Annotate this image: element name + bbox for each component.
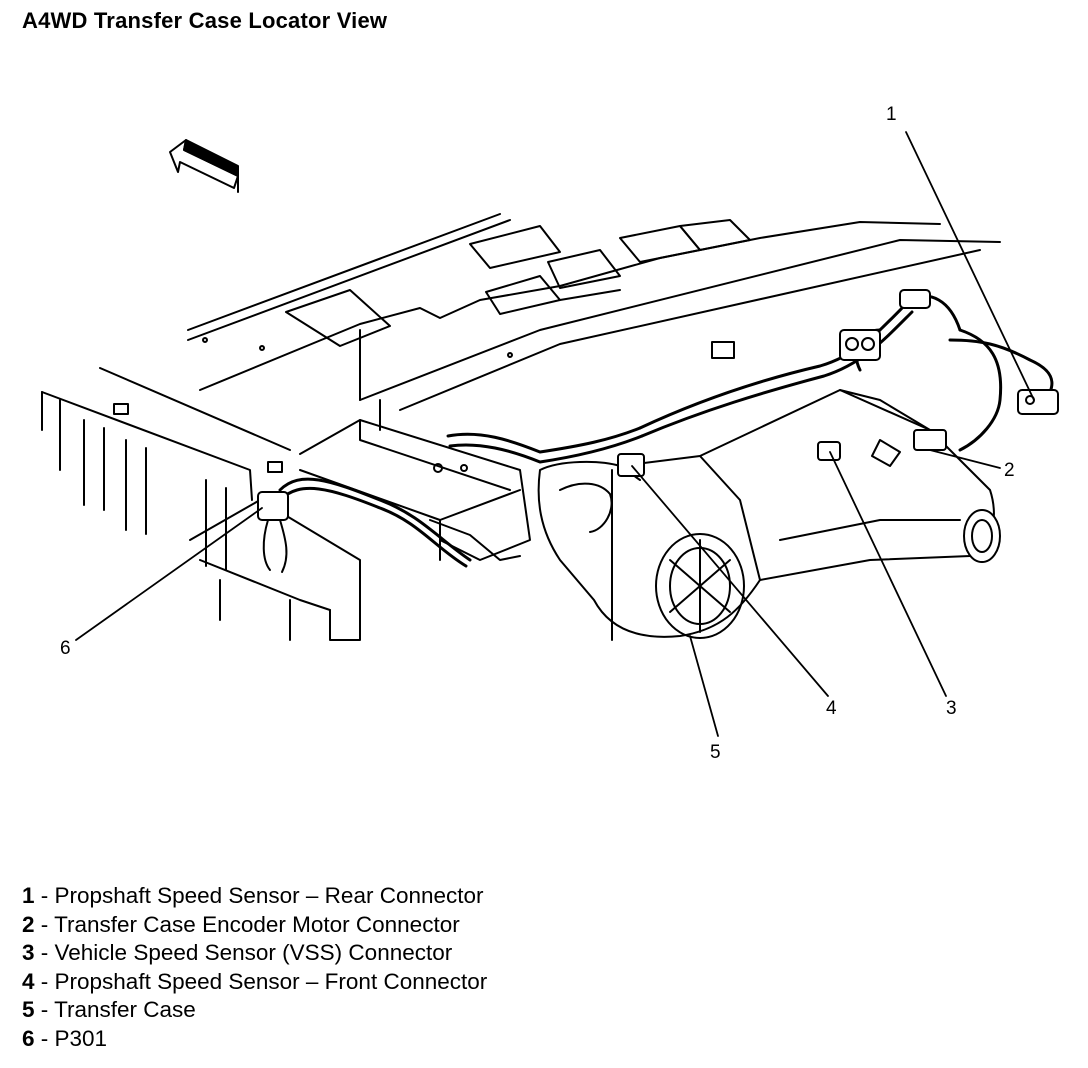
legend-number: 5: [22, 997, 35, 1023]
legend-number: 1: [22, 883, 35, 908]
callout-1: 1: [886, 104, 897, 125]
legend-text: - P301: [34, 1025, 108, 1051]
encoder-motor-connector: [913, 429, 947, 451]
legend-number: 6: [22, 1025, 35, 1051]
front-direction-arrow-icon: [169, 139, 239, 193]
legend-item: 4 - Propshaft Speed Sensor – Front Conne…: [22, 968, 487, 997]
legend-text: - Transfer Case Encoder Motor Connector: [34, 911, 460, 937]
front-propshaft-connector: [617, 453, 645, 477]
legend-text: - Propshaft Speed Sensor – Rear Connecto…: [34, 883, 484, 908]
legend-item: 5 - Transfer Case: [22, 996, 487, 1025]
callout-3: 3: [946, 698, 957, 719]
rear-propshaft-connector: [1017, 389, 1059, 415]
legend-item: 3 - Vehicle Speed Sensor (VSS) Connector: [22, 939, 487, 968]
legend-number: 3: [22, 940, 35, 966]
callout-2: 2: [1004, 460, 1015, 481]
floor-pan: [187, 213, 1001, 431]
callout-5: 5: [710, 742, 721, 763]
legend: 1 - Propshaft Speed Sensor – Rear Connec…: [22, 882, 487, 1054]
diagram-title: A4WD Transfer Case Locator View: [22, 8, 388, 33]
legend-item: 6 - P301: [22, 1025, 487, 1054]
legend-number: 4: [22, 968, 35, 994]
harness-clip: [711, 289, 931, 361]
left-frame-rail: [41, 367, 361, 641]
callout-6: 6: [60, 638, 71, 659]
p301-connector: [257, 491, 289, 573]
legend-item: 1 - Propshaft Speed Sensor – Rear Connec…: [22, 882, 487, 911]
transfer-case-body: [537, 389, 1001, 641]
vss-connector: [817, 441, 841, 461]
crossmember: [299, 419, 531, 561]
legend-text: - Propshaft Speed Sensor – Front Connect…: [34, 968, 488, 994]
leader-lines: [75, 131, 1035, 737]
callout-4: 4: [826, 698, 837, 719]
legend-text: - Transfer Case: [34, 997, 196, 1023]
legend-text: - Vehicle Speed Sensor (VSS) Connector: [34, 940, 453, 966]
legend-number: 2: [22, 911, 35, 937]
legend-item: 2 - Transfer Case Encoder Motor Connecto…: [22, 911, 487, 940]
